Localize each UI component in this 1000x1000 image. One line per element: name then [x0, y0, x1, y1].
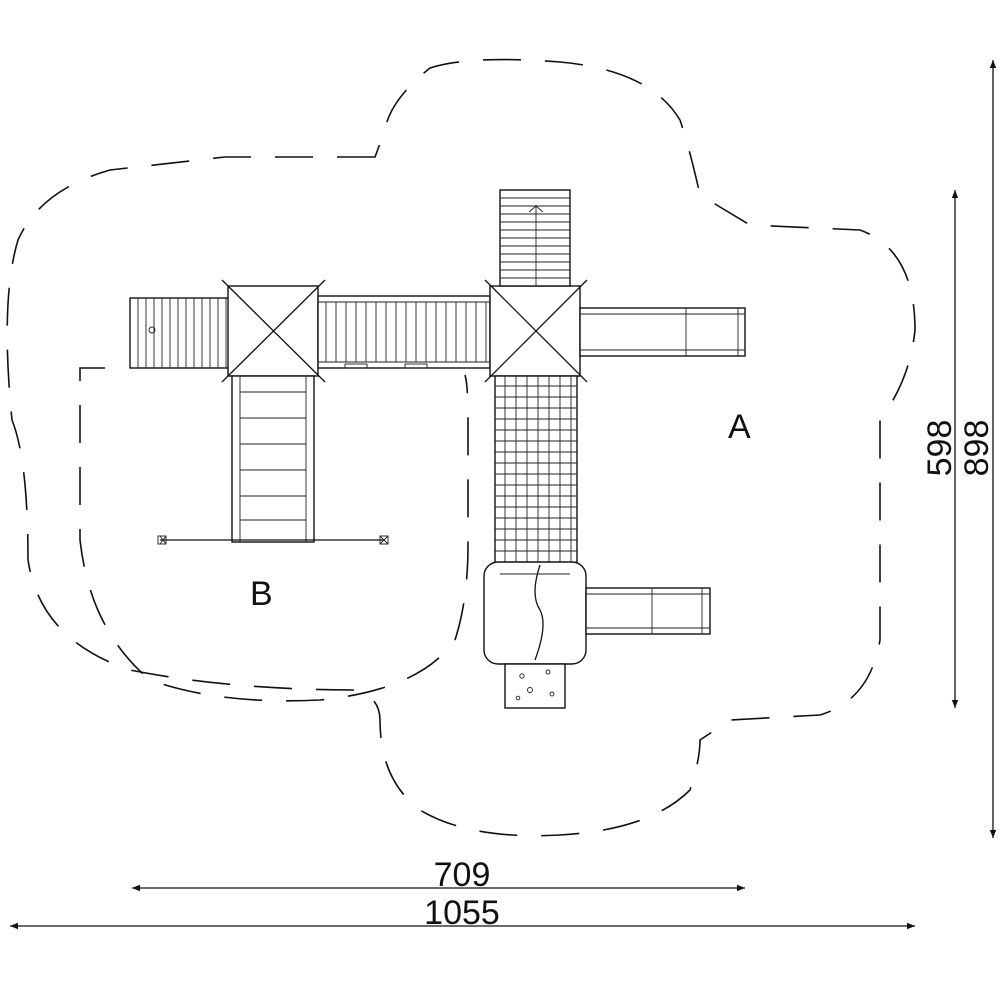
safety-zone-a-outline	[6, 58, 916, 837]
lower-slide	[585, 587, 711, 635]
climbing-net	[494, 375, 578, 567]
upper-slide	[579, 307, 746, 357]
zone-label-b: B	[250, 575, 273, 613]
bridge	[317, 295, 491, 369]
climbing-wall	[504, 663, 566, 709]
lower-platform	[483, 561, 587, 665]
dimension-height-inner: 598	[921, 190, 959, 708]
dimension-height-outer: 898	[958, 60, 997, 838]
dimension-width-outer-label: 1055	[424, 894, 500, 932]
dimension-width-inner: 709	[132, 856, 745, 894]
safety-zone-b-outline	[79, 367, 469, 702]
ladder	[157, 375, 389, 545]
left-deck	[129, 297, 231, 369]
dimension-width-outer: 1055	[10, 894, 915, 932]
dimension-height-inner-label: 598	[921, 420, 959, 477]
top-deck	[499, 189, 571, 287]
left-tower	[221, 279, 326, 383]
dimension-width-inner-label: 709	[434, 856, 491, 894]
dimension-height-outer-label: 898	[958, 420, 996, 477]
zone-label-a: A	[728, 408, 751, 446]
right-tower	[484, 279, 588, 383]
